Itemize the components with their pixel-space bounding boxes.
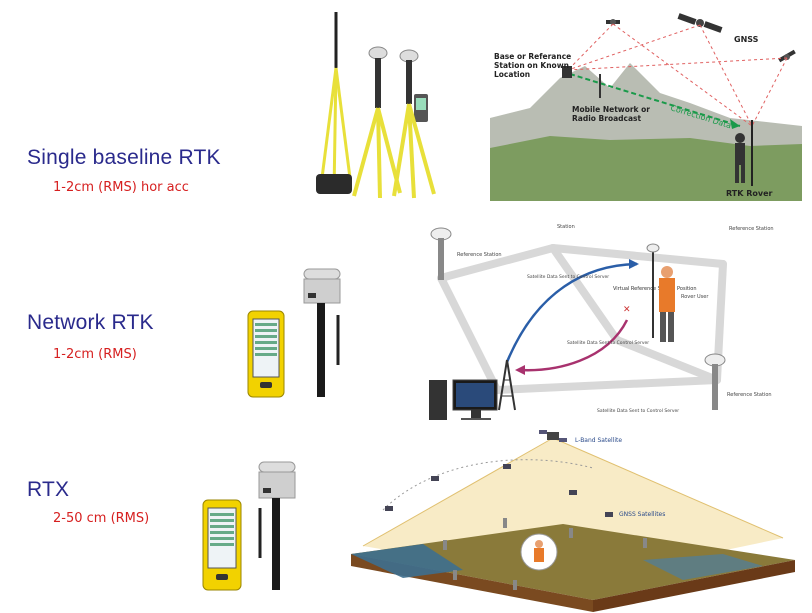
- satellite-data-label-1: Satellite Data Sent to Control Server: [527, 274, 609, 280]
- base-station-icon: [562, 66, 572, 78]
- rover-user-label: Rover User: [681, 294, 709, 300]
- ref-station-label-right: Reference Station: [729, 226, 774, 232]
- gnss-satellite-icon: [385, 464, 613, 517]
- gnss-label: GNSS: [734, 35, 759, 44]
- accuracy-single-baseline: 1-2cm (RMS) hor acc: [53, 180, 189, 195]
- satellite-icon: [677, 13, 723, 33]
- reference-station-icon: [430, 227, 452, 280]
- section-title-rtx: RTX: [27, 478, 70, 501]
- cell-tower-icon: [498, 359, 516, 411]
- computer-server-icon: [429, 379, 498, 424]
- ref-station-label-bottom: Reference Station: [727, 392, 772, 398]
- network-rtk-diagram: Reference Station Station Reference Stat…: [427, 220, 802, 428]
- gnss-satellites-label: GNSS Satellites: [619, 511, 665, 518]
- accuracy-network-rtk: 1-2cm (RMS): [53, 347, 137, 362]
- ref-station-label-left: Reference Station: [457, 252, 502, 258]
- satellite-icon: [606, 19, 620, 25]
- vrs-label: Virtual Reference Station Position: [613, 286, 697, 292]
- reference-station-icon: [704, 353, 726, 410]
- section-title-network-rtk: Network RTK: [27, 311, 154, 334]
- l-band-label: L-Band Satellite: [575, 437, 622, 444]
- rtk-rover-label: RTK Rover: [726, 189, 773, 198]
- vrs-marker-icon: ✕: [623, 305, 631, 315]
- single-baseline-rtk-diagram: GNSS Correction Data Base or Referance S…: [490, 8, 802, 201]
- base-station-label: Base or Referance Station on Known Locat…: [494, 52, 574, 79]
- tripod-equipment-photo: [296, 8, 446, 200]
- l-band-satellite-icon: [539, 430, 567, 442]
- satellite-data-label-3: Satellite Data Sent to Control Server: [597, 408, 679, 414]
- rtk-rover-person-icon: [735, 120, 753, 186]
- network-rtk-equipment-photo: [246, 265, 346, 400]
- rover-user-icon: [646, 243, 675, 342]
- mobile-network-label: Mobile Network or Radio Broadcast: [572, 105, 653, 123]
- rtx-diagram: L-Band Satellite GNSS Satellites: [343, 420, 802, 613]
- satellite-data-label-2: Satellite Data Sent to Control Server: [567, 340, 649, 346]
- accuracy-rtx: 2-50 cm (RMS): [53, 511, 150, 526]
- section-title-single-baseline: Single baseline RTK: [27, 146, 221, 169]
- station-label-top: Station: [557, 224, 575, 230]
- rtx-equipment-photo: [201, 458, 301, 593]
